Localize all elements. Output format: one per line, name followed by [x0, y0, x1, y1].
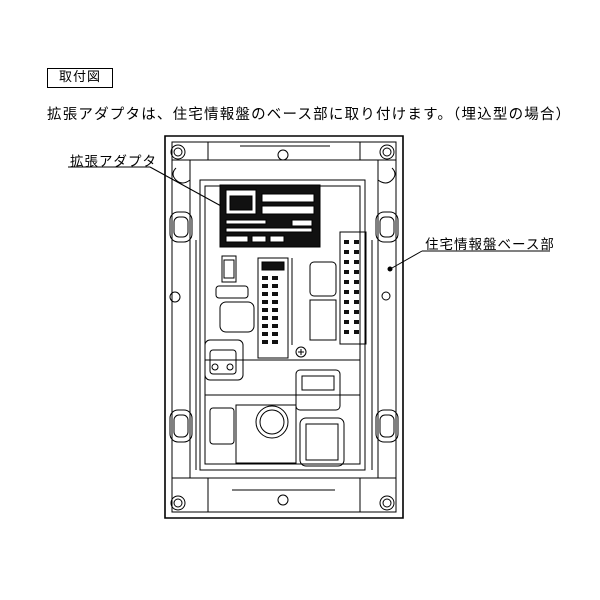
adapter-leader-line [68, 167, 232, 212]
corner-screw-holes [170, 145, 394, 510]
base-leader-line [388, 251, 550, 271]
lower-components [210, 370, 344, 466]
side-mounting-slots [170, 168, 398, 442]
figure-title-box: 取付図 [47, 68, 113, 88]
expansion-adapter [220, 185, 320, 247]
figure-title: 取付図 [58, 70, 101, 85]
adapter-callout-label: 拡張アダプタ [70, 154, 157, 170]
terminal-block-right [310, 232, 366, 344]
base-callout-label: 住宅情報盤ベース部 [425, 237, 555, 253]
base-unit [165, 136, 403, 518]
terminal-block-center [258, 258, 306, 358]
left-connector-area [205, 256, 254, 380]
figure-description: 拡張アダプタは、住宅情報盤のベース部に取り付けます。（埋込型の場合） [47, 107, 572, 123]
